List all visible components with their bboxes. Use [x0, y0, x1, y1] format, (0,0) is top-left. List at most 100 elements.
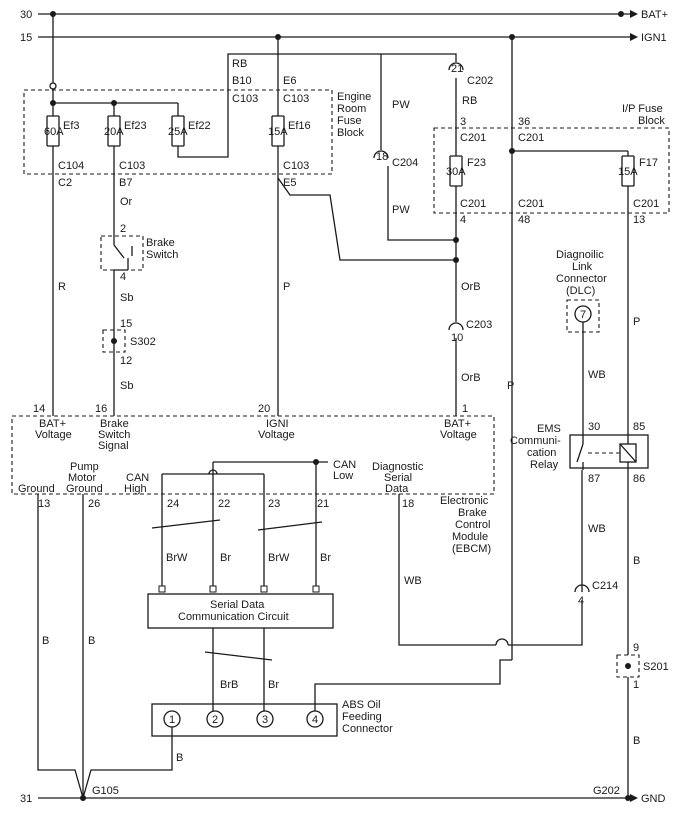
ebcm-label-3: Control: [455, 519, 490, 531]
s302-pin-top: 15: [120, 318, 132, 330]
ebcm-can-high-1: CAN: [126, 472, 149, 484]
ebcm-bat1-2: Voltage: [35, 429, 72, 441]
serial-data-circuit: Serial Data Communication Circuit: [147, 593, 334, 629]
dlc-label-3: Connector: [556, 273, 607, 285]
rail-bat-left-label: 30: [20, 9, 32, 21]
relay-label-1: EMS: [537, 423, 561, 435]
ebcm-brake-3: Signal: [98, 440, 129, 452]
brake-switch-label-1: Brake: [146, 237, 175, 249]
wire-label-sb-1: Sb: [120, 292, 133, 304]
ebcm-bat2-2: Voltage: [440, 429, 477, 441]
ebcm-label-5: (EBCM): [452, 543, 491, 555]
serial-circuit-label-2: Communication Circuit: [178, 611, 289, 623]
ebcm-pin-23: 23: [268, 498, 280, 510]
wire-label-b-2: B: [88, 635, 95, 647]
splice-s302: 15 S302 12: [102, 318, 156, 367]
s201-pin-top: 9: [633, 642, 639, 654]
ip-conn-c201-d: C201: [518, 198, 544, 210]
relay-pin-87: 87: [588, 473, 600, 485]
ip-pin-4: 4: [460, 214, 466, 226]
fuse-ef22: 25A Ef22: [168, 115, 211, 147]
conn-e5-label: E5: [283, 177, 296, 189]
c203-name: C203: [466, 319, 492, 331]
wire-label-pw-1: PW: [392, 99, 410, 111]
conn-b7-label: B7: [119, 177, 132, 189]
ip-fuse-block-title-1: I/P Fuse: [622, 103, 663, 115]
fuse-ef16: 15A Ef16: [268, 115, 311, 147]
dlc-pin: 7: [580, 309, 586, 321]
wire-label-b-1: B: [42, 635, 49, 647]
c204-name: C204: [392, 157, 418, 169]
ebcm-module: 14 16 20 1 BAT+ Voltage Brake Switch Sig…: [11, 403, 495, 555]
fuse-ef16-name: Ef16: [288, 120, 311, 132]
rail-ign-left-label: 15: [20, 32, 32, 44]
brake-switch-pin-top: 2: [120, 223, 126, 235]
ebcm-pin-22: 22: [218, 498, 230, 510]
conn-e6-label: E6: [283, 75, 296, 87]
fuse-ef23-rating: 20A: [104, 126, 124, 138]
ebcm-pump-3: Ground: [66, 483, 103, 495]
fuse-ef3-name: Ef3: [63, 120, 80, 132]
dlc-label-1: Diagnoilic: [556, 249, 604, 261]
ip-conn-c201-c: C201: [460, 198, 486, 210]
ebcm-can-low-1: CAN: [333, 459, 356, 471]
s302-pin-bottom: 12: [120, 355, 132, 367]
rail-ign-right-label: IGN1: [641, 32, 667, 44]
wire-label-brw-2: BrW: [268, 552, 290, 564]
connector-c204: 18 C204: [373, 150, 418, 169]
ebcm-pin-24: 24: [167, 498, 179, 510]
ebcm-bat1-1: BAT+: [39, 418, 66, 430]
wire-label-br-3: Br: [268, 679, 279, 691]
ip-pin-36: 36: [518, 116, 530, 128]
wire-label-r: R: [58, 281, 66, 293]
wire-label-b-4: B: [633, 735, 640, 747]
abs-pin-2: 2: [212, 714, 218, 726]
ip-fuse-block: I/P Fuse Block 30A F23 15A F17 36 C201 C…: [433, 103, 670, 226]
relay-label-3: cation: [527, 447, 556, 459]
ebcm-pump-1: Pump: [70, 461, 99, 473]
rail-gnd-left-label: 31: [20, 793, 32, 805]
ip-fuse-block-title-2: Block: [638, 115, 665, 127]
ebcm-diag-3: Data: [385, 483, 409, 495]
conn-c103-top-b: C103: [283, 93, 309, 105]
fuse-ef16-rating: 15A: [268, 126, 288, 138]
ebcm-diag-1: Diagnostic: [372, 461, 424, 473]
abs-pin-4: 4: [312, 714, 318, 726]
wire-label-orb-1: OrB: [461, 281, 481, 293]
ebcm-label-4: Module: [452, 531, 488, 543]
wire-label-p-1: P: [283, 281, 290, 293]
ground-g105: G105: [92, 785, 119, 797]
ebcm-igni-2: Voltage: [258, 429, 295, 441]
c214-name: C214: [592, 580, 618, 592]
abs-connector-label-1: ABS Oil: [342, 699, 381, 711]
abs-connector-label-3: Connector: [342, 723, 393, 735]
wire-label-wb-3: WB: [588, 369, 606, 381]
c214-pin: 4: [578, 595, 584, 607]
connector-c202: 21 C202: [448, 62, 493, 87]
dlc-label-4: (DLC): [566, 285, 595, 297]
abs-connector-label-2: Feeding: [342, 711, 382, 723]
wire-label-br-1: Br: [220, 552, 231, 564]
conn-c2-label: C2: [58, 177, 72, 189]
c204-pin: 18: [376, 151, 388, 163]
splice-s201: 9 S201 1: [616, 642, 669, 691]
brake-switch: 2 4 Brake Switch: [100, 223, 178, 283]
wire-label-rb-1: RB: [232, 58, 247, 70]
fuse-ef22-rating: 25A: [168, 126, 188, 138]
ems-communication-relay: EMS Communi- cation Relay 30 85 87 86: [510, 421, 649, 485]
rail-bat-right-label: BAT+: [641, 9, 668, 21]
wire-label-br-2: Br: [320, 552, 331, 564]
c202-name: C202: [467, 75, 493, 87]
brake-switch-label-2: Switch: [146, 249, 178, 261]
ip-pin-48: 48: [518, 214, 530, 226]
fuse-f23: 30A F23: [446, 155, 486, 187]
relay-pin-30: 30: [588, 421, 600, 433]
wire-label-wb-1: WB: [404, 575, 422, 587]
ebcm-igni-1: IGNI: [266, 418, 289, 430]
fuse-ef3-rating: 60A: [44, 126, 64, 138]
engine-fuse-block-title-3: Fuse: [337, 115, 361, 127]
ebcm-pin-13: 13: [38, 498, 50, 510]
fuse-ef23-name: Ef23: [124, 120, 147, 132]
wire-label-wb-2: WB: [588, 523, 606, 535]
fuse-f17-rating: 15A: [618, 166, 638, 178]
